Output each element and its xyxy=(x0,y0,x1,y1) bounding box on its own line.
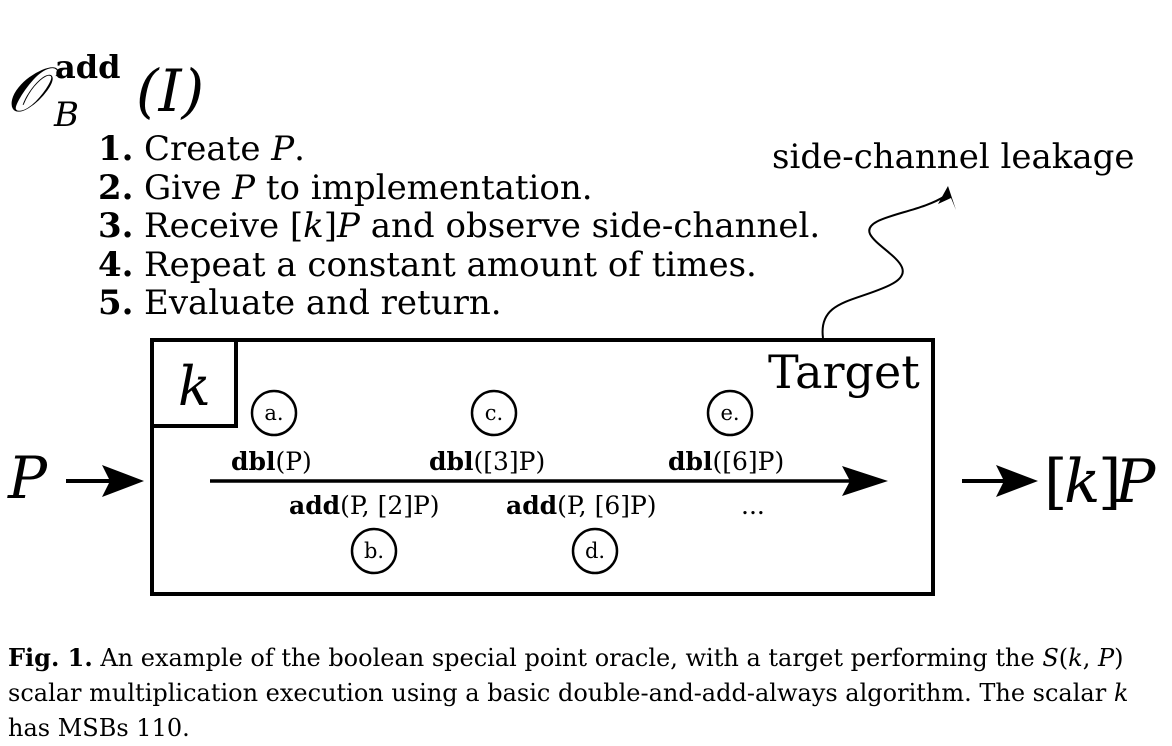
op-add-1: add(P, [2]P) xyxy=(289,491,440,520)
step-number: 4. xyxy=(98,244,134,285)
step-text: P xyxy=(337,206,360,246)
caption-label: Fig. 1. xyxy=(8,643,93,672)
step-text: P xyxy=(271,129,295,169)
leakage-squiggle xyxy=(821,195,946,339)
oracle-superscript: add xyxy=(55,48,120,86)
circle-d: d. xyxy=(571,527,619,575)
step-text: to implementation. xyxy=(255,167,593,208)
step-text: Give xyxy=(144,167,233,208)
step-1: 1.Create P. xyxy=(98,130,820,169)
step-5: 5.Evaluate and return. xyxy=(98,284,820,323)
circle-e: e. xyxy=(706,389,754,437)
svg-text:[: [ xyxy=(1044,447,1067,517)
svg-text:P: P xyxy=(1114,447,1157,517)
caption-text: An example of the boolean special point … xyxy=(8,644,1128,742)
caption-fragment: P xyxy=(1097,644,1115,672)
step-text: k xyxy=(303,206,324,246)
step-text: Evaluate and return. xyxy=(144,283,502,323)
op-dbl-2: dbl([3]P) xyxy=(429,447,545,476)
caption-fragment: ( xyxy=(1058,644,1069,672)
caption-fragment: k xyxy=(1113,679,1129,707)
scalar-box xyxy=(150,338,238,428)
input-p-label: P xyxy=(7,444,48,512)
step-3: 3.Receive [k]P and observe side-channel. xyxy=(98,207,820,246)
step-text: P xyxy=(232,167,256,208)
step-number: 2. xyxy=(98,167,134,208)
circle-a: a. xyxy=(250,389,298,437)
step-text: Repeat a constant amount of times. xyxy=(144,244,757,285)
svg-text:a.: a. xyxy=(264,401,283,425)
caption-fragment: ) scalar multiplication execution using … xyxy=(8,644,1124,707)
step-number: 3. xyxy=(98,206,134,246)
op-add-2: add(P, [6]P) xyxy=(506,491,657,520)
svg-text:c.: c. xyxy=(485,401,503,425)
step-number: 1. xyxy=(98,129,134,169)
caption-fragment: S xyxy=(1042,644,1059,672)
output-kp-label: [ k ] P xyxy=(1044,447,1157,517)
scalar-label: k xyxy=(178,355,211,418)
op-dbl-1: dbl(P) xyxy=(231,447,312,476)
op-dbl-3: dbl([6]P) xyxy=(668,447,784,476)
timeline-arrowhead xyxy=(842,466,888,496)
step-text: and observe side-channel. xyxy=(359,206,821,246)
leakage-label: side-channel leakage xyxy=(772,137,1135,177)
oracle-heading: 𝒪 add B (I) xyxy=(6,48,204,135)
step-text: Create xyxy=(144,129,272,169)
step-number: 5. xyxy=(98,283,134,323)
step-2: 2.Give P to implementation. xyxy=(98,167,820,208)
svg-text:]: ] xyxy=(1098,447,1121,517)
circle-b: b. xyxy=(350,527,398,575)
svg-text:e.: e. xyxy=(720,401,739,425)
caption-fragment: , xyxy=(1082,644,1098,672)
step-text: Receive [ xyxy=(144,206,304,246)
input-arrowhead xyxy=(102,465,144,497)
caption-fragment: k xyxy=(1068,644,1083,672)
step-text: . xyxy=(294,129,305,169)
circle-c: c. xyxy=(470,389,518,437)
oracle-symbol: 𝒪 xyxy=(6,53,59,126)
target-title: Target xyxy=(768,345,920,399)
svg-text:d.: d. xyxy=(585,539,605,563)
op-ellipsis: ... xyxy=(741,491,765,520)
step-text: ] xyxy=(323,206,338,246)
figure-caption: Fig. 1. An example of the boolean specia… xyxy=(8,640,1164,746)
svg-text:b.: b. xyxy=(364,539,384,563)
oracle-steps: 1.Create P.2.Give P to implementation.3.… xyxy=(98,130,820,323)
caption-fragment: has MSBs 110. xyxy=(8,714,190,742)
target-box xyxy=(150,338,935,596)
oracle-subscript: B xyxy=(53,95,79,135)
step-4: 4.Repeat a constant amount of times. xyxy=(98,244,820,285)
caption-fragment: An example of the boolean special point … xyxy=(92,644,1043,672)
leakage-arrowhead xyxy=(938,186,956,210)
svg-text:k: k xyxy=(1064,447,1100,517)
oracle-argument: (I) xyxy=(136,57,204,125)
output-arrowhead xyxy=(996,465,1038,497)
